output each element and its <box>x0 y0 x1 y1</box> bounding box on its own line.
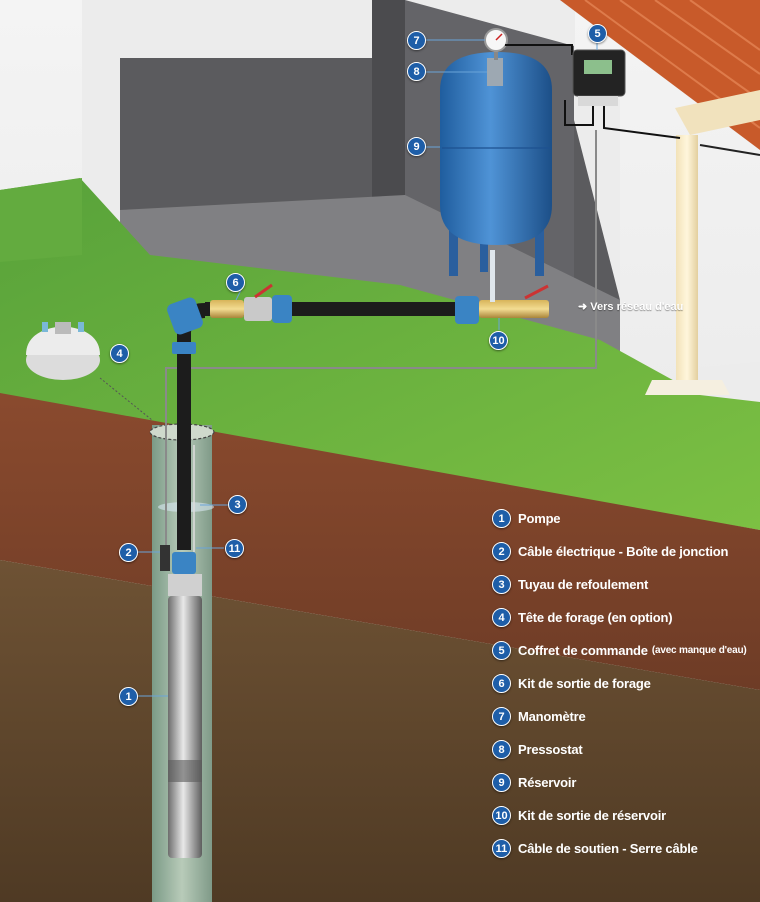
legend-label: Manomètre <box>518 709 586 724</box>
legend-badge: 9 <box>492 773 511 792</box>
legend: 1 Pompe 2 Câble électrique - Boîte de jo… <box>492 502 754 865</box>
legend-badge: 1 <box>492 509 511 528</box>
legend-badge: 3 <box>492 575 511 594</box>
callout-3: 3 <box>228 495 247 514</box>
callout-7: 7 <box>407 31 426 50</box>
legend-item-3: 3 Tuyau de refoulement <box>492 568 754 601</box>
callout-2: 2 <box>119 543 138 562</box>
legend-label: Kit de sortie de forage <box>518 676 651 691</box>
legend-label: Câble de soutien - Serre câble <box>518 841 698 856</box>
flow-direction-label: ➜ Vers réseau d'eau <box>578 301 684 313</box>
legend-badge: 4 <box>492 608 511 627</box>
legend-item-11: 11 Câble de soutien - Serre câble <box>492 832 754 865</box>
legend-item-6: 6 Kit de sortie de forage <box>492 667 754 700</box>
legend-label: Tête de forage (en option) <box>518 610 673 625</box>
legend-label: Pressostat <box>518 742 583 757</box>
legend-label: Pompe <box>518 511 561 526</box>
legend-item-7: 7 Manomètre <box>492 700 754 733</box>
legend-label: Câble électrique - Boîte de jonction <box>518 544 729 559</box>
legend-badge: 5 <box>492 641 511 660</box>
legend-badge: 2 <box>492 542 511 561</box>
callout-5: 5 <box>588 24 607 43</box>
legend-item-2: 2 Câble électrique - Boîte de jonction <box>492 535 754 568</box>
legend-badge: 7 <box>492 707 511 726</box>
callout-11: 11 <box>225 539 244 558</box>
legend-badge: 10 <box>492 806 511 825</box>
legend-badge: 6 <box>492 674 511 693</box>
callout-9: 9 <box>407 137 426 156</box>
callout-1: 1 <box>119 687 138 706</box>
callout-6: 6 <box>226 273 245 292</box>
legend-label: Tuyau de refoulement <box>518 577 649 592</box>
legend-item-4: 4 Tête de forage (en option) <box>492 601 754 634</box>
callout-8: 8 <box>407 62 426 81</box>
legend-note: (avec manque d'eau) <box>651 645 747 656</box>
legend-label: Coffret de commande <box>518 643 648 658</box>
legend-item-8: 8 Pressostat <box>492 733 754 766</box>
legend-badge: 8 <box>492 740 511 759</box>
legend-label: Kit de sortie de réservoir <box>518 808 666 823</box>
callout-10: 10 <box>489 331 508 350</box>
legend-item-5: 5 Coffret de commande (avec manque d'eau… <box>492 634 754 667</box>
legend-item-1: 1 Pompe <box>492 502 754 535</box>
legend-item-9: 9 Réservoir <box>492 766 754 799</box>
callout-4: 4 <box>110 344 129 363</box>
legend-badge: 11 <box>492 839 511 858</box>
legend-label: Réservoir <box>518 775 577 790</box>
legend-item-10: 10 Kit de sortie de réservoir <box>492 799 754 832</box>
